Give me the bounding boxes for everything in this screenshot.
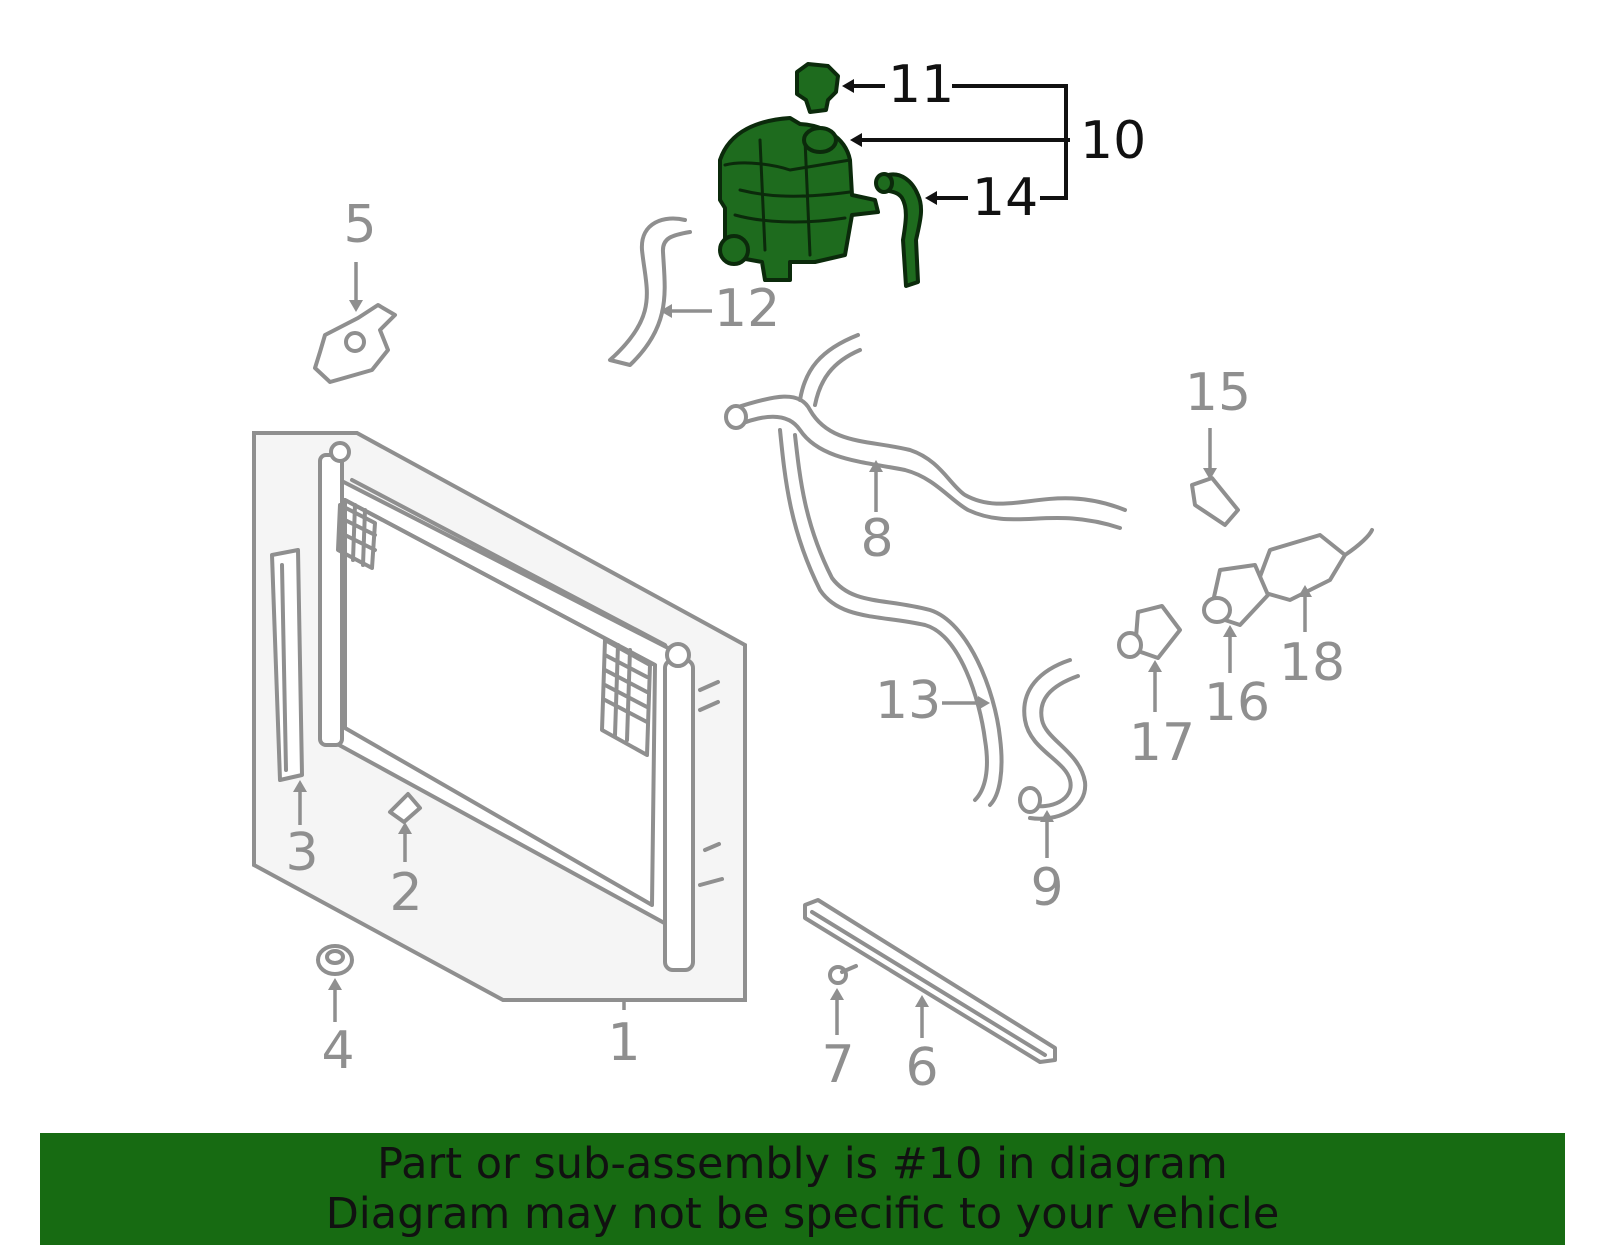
- upper-hose: [733, 394, 1127, 512]
- long-hose: [778, 428, 989, 802]
- callout-18: 18: [1279, 633, 1345, 693]
- radiator-right-tank: [663, 658, 695, 972]
- rail-bolt-shank: [840, 964, 858, 974]
- callout-5: 5: [343, 195, 376, 255]
- callout-17: 17: [1129, 713, 1195, 773]
- callout-8: 8: [860, 509, 893, 569]
- callout-4: 4: [321, 1021, 354, 1081]
- short-hose: [608, 216, 692, 367]
- notice-banner: Part or sub-assembly is #10 in diagram D…: [40, 1133, 1565, 1245]
- callout-11: 11: [888, 55, 954, 115]
- reservoir-filler-neck: [802, 126, 838, 154]
- grommet-hole: [325, 949, 345, 965]
- callout-6: 6: [905, 1038, 938, 1098]
- callout-14: 14: [972, 168, 1038, 228]
- callout-16: 16: [1204, 673, 1270, 733]
- radiator-top-tank: [343, 498, 657, 667]
- callout-7: 7: [821, 1035, 854, 1095]
- callout-1: 1: [607, 1013, 640, 1073]
- callout-2: 2: [389, 863, 422, 923]
- reservoir-hose-end: [874, 172, 894, 194]
- callout-3: 3: [285, 823, 318, 883]
- callout-10: 10: [1080, 111, 1146, 171]
- lower-rail-edge: [810, 910, 1047, 1057]
- mount-bracket-hole: [344, 331, 366, 353]
- lower-hose: [1022, 658, 1073, 809]
- radiator-fin-lines: [343, 503, 649, 742]
- radiator-fittings: [698, 680, 724, 887]
- radiator-assembly: [252, 431, 747, 1002]
- lower-hose-end: [1018, 786, 1042, 814]
- side-bracket: [270, 548, 304, 782]
- reservoir-cap: [795, 62, 840, 114]
- upper-hose-branch-edge: [813, 348, 862, 407]
- reservoir-outlet: [718, 234, 750, 266]
- long-hose-edge: [793, 433, 1004, 807]
- banner-line-disclaimer: Diagram may not be specific to your vehi…: [325, 1189, 1280, 1239]
- housing-hose-stub: [1343, 528, 1374, 557]
- radiator-top-edge: [350, 478, 667, 647]
- mount-bracket: [313, 303, 397, 384]
- callout-12: 12: [714, 279, 780, 339]
- upper-hose-lower-edge: [736, 414, 1122, 530]
- callout-15: 15: [1185, 363, 1251, 423]
- reservoir-contours: [723, 138, 852, 257]
- thermostat-16-port: [1202, 596, 1232, 624]
- clip: [388, 792, 422, 824]
- flange-17-port: [1117, 631, 1143, 659]
- thermostat-housing-18: [1253, 533, 1347, 602]
- sensor-15: [1190, 476, 1240, 527]
- lower-hose-edge: [1028, 674, 1088, 821]
- grey-leaders: [293, 262, 1312, 1038]
- radiator-left-tank: [318, 453, 344, 747]
- callout-labels: 1 2 3 4 5 6 7 8 9 10 11 12 13 14 15 16 1…: [285, 55, 1345, 1098]
- callout-9: 9: [1030, 858, 1063, 918]
- radiator-outlet: [665, 642, 691, 668]
- radiator-cap-neck: [329, 441, 351, 463]
- reservoir-hose: [883, 172, 924, 288]
- callout-13: 13: [875, 671, 941, 731]
- coolant-reservoir-assembly: [718, 62, 924, 288]
- upper-hose-end: [724, 404, 748, 430]
- cooling-system-exploded-diagram: 1 2 3 4 5 6 7 8 9 10 11 12 13 14 15 16 1…: [252, 55, 1374, 1098]
- black-leaders: [842, 79, 1070, 205]
- side-bracket-edge: [280, 563, 288, 772]
- upper-hose-branch: [798, 333, 860, 402]
- banner-line-part: Part or sub-assembly is #10 in diagram: [377, 1139, 1228, 1189]
